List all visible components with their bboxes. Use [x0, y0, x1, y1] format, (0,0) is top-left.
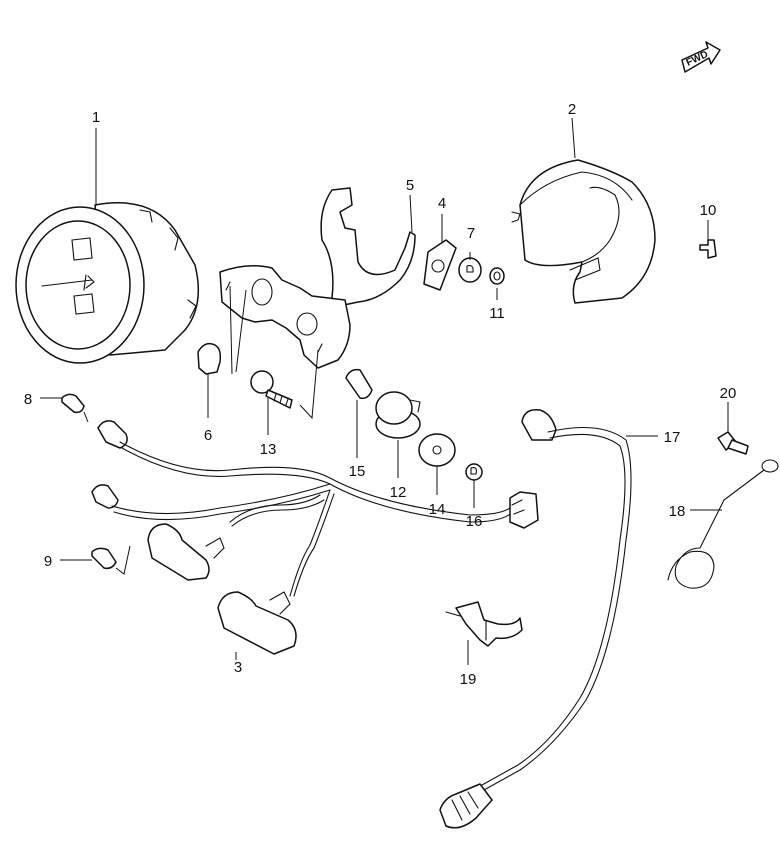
speedometer-part — [15, 202, 200, 364]
clip-part — [423, 239, 457, 291]
callout-13: 13 — [260, 441, 277, 458]
grommet-6-part — [197, 342, 222, 375]
clamp-19-part — [445, 601, 523, 647]
callout-3: 3 — [234, 659, 242, 676]
bulb-9-part — [91, 547, 117, 570]
spring-18-part — [667, 459, 779, 589]
screw-10-part — [699, 239, 717, 259]
callout-6: 6 — [204, 427, 212, 444]
fwd-label: FWD — [685, 49, 710, 69]
bulb-8-part — [61, 393, 85, 414]
nut-11-part — [489, 267, 505, 285]
callout-1: 1 — [92, 109, 100, 126]
callout-19: 19 — [460, 671, 477, 688]
bolt-13-part — [250, 370, 293, 409]
washer-14-part — [418, 433, 456, 467]
callout-5: 5 — [406, 177, 414, 194]
nut-16-part — [465, 463, 483, 481]
callout-8: 8 — [24, 391, 32, 408]
speedometer-cable-part — [439, 409, 632, 829]
callout-11: 11 — [489, 305, 505, 322]
callout-7: 7 — [467, 225, 475, 242]
callout-20: 20 — [720, 385, 737, 402]
meter-cover-part — [511, 159, 656, 304]
leader-lines — [40, 117, 729, 665]
bracket-part — [219, 187, 416, 369]
callout-15: 15 — [349, 463, 366, 480]
callout-4: 4 — [438, 195, 446, 212]
callout-2: 2 — [568, 101, 576, 118]
callout-10: 10 — [700, 202, 717, 219]
wiring-harness-part — [91, 420, 539, 655]
socket-12-part — [375, 391, 421, 439]
fwd-arrow-icon: FWD — [681, 41, 721, 73]
callout-18: 18 — [669, 503, 686, 520]
callout-9: 9 — [44, 553, 52, 570]
socket-cap-15-part — [345, 368, 373, 400]
washer-7-part — [458, 257, 482, 283]
callout-16: 16 — [466, 513, 483, 530]
callout-17: 17 — [664, 429, 681, 446]
callout-14: 14 — [429, 501, 446, 518]
bolt-20-part — [717, 431, 749, 455]
callout-labels: 1 2 3 4 5 6 7 8 9 10 11 12 13 14 15 16 1… — [24, 101, 737, 688]
callout-12: 12 — [390, 484, 407, 501]
